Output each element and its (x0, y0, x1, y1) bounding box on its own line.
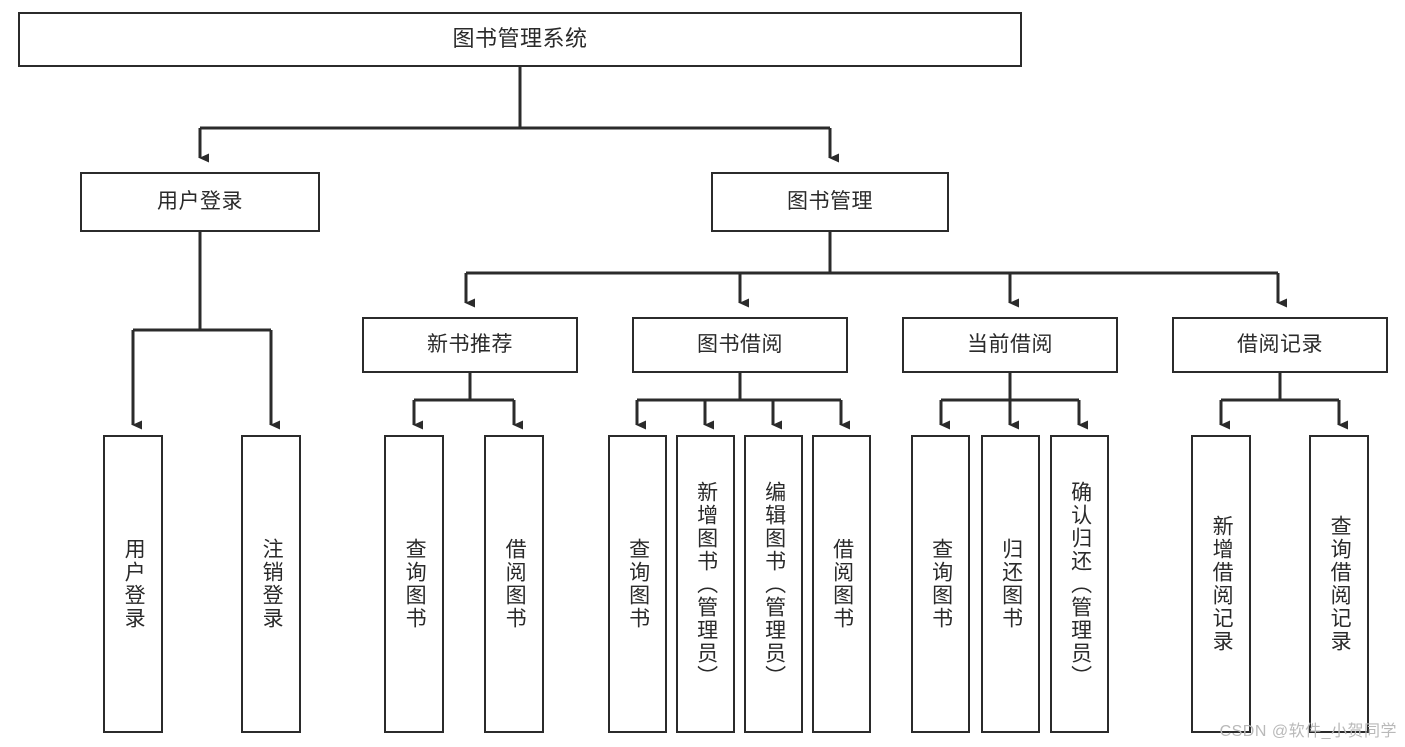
node-label: 图书管理 (787, 190, 873, 214)
node-root-system[interactable]: 图书管理系统 (18, 12, 1022, 67)
node-label: 确认归还（管理员） (1068, 480, 1092, 688)
leaf-borrow-book-borrow[interactable]: 借阅图书 (812, 435, 871, 733)
leaf-edit-book-admin[interactable]: 编辑图书（管理员） (744, 435, 803, 733)
node-label: 编辑图书（管理员） (762, 480, 786, 688)
leaf-user-login[interactable]: 用户登录 (103, 435, 163, 733)
node-label: 图书管理系统 (452, 26, 588, 52)
leaf-add-borrow-record[interactable]: 新增借阅记录 (1191, 435, 1251, 733)
node-label: 借阅图书 (830, 538, 854, 630)
leaf-return-book[interactable]: 归还图书 (981, 435, 1040, 733)
node-label: 当前借阅 (967, 333, 1053, 357)
node-new-book-recommend[interactable]: 新书推荐 (362, 317, 578, 373)
csdn-watermark: CSDN @软件_小贺同学 (1219, 723, 1397, 740)
node-label: 新书推荐 (427, 333, 513, 357)
node-book-borrow[interactable]: 图书借阅 (632, 317, 848, 373)
leaf-query-borrow-record[interactable]: 查询借阅记录 (1309, 435, 1369, 733)
leaf-query-book-current[interactable]: 查询图书 (911, 435, 970, 733)
node-book-manage[interactable]: 图书管理 (711, 172, 949, 232)
leaf-query-book-borrow[interactable]: 查询图书 (608, 435, 667, 733)
node-label: 用户登录 (122, 538, 146, 630)
node-label: 查询图书 (626, 538, 650, 630)
leaf-confirm-return-admin[interactable]: 确认归还（管理员） (1050, 435, 1109, 733)
node-label: 新增图书（管理员） (694, 480, 718, 688)
leaf-add-book-admin[interactable]: 新增图书（管理员） (676, 435, 735, 733)
node-borrow-record[interactable]: 借阅记录 (1172, 317, 1388, 373)
node-label: 查询图书 (929, 538, 953, 630)
node-label: 归还图书 (999, 538, 1023, 630)
node-label: 查询图书 (403, 538, 427, 630)
leaf-logout[interactable]: 注销登录 (241, 435, 301, 733)
leaf-query-book-newbook[interactable]: 查询图书 (384, 435, 444, 733)
node-label: 图书借阅 (697, 333, 783, 357)
node-label: 查询借阅记录 (1328, 515, 1352, 653)
node-label: 借阅记录 (1237, 333, 1323, 357)
leaf-borrow-book-newbook[interactable]: 借阅图书 (484, 435, 544, 733)
node-label: 用户登录 (157, 190, 243, 214)
node-label: 注销登录 (260, 538, 284, 630)
node-label: 借阅图书 (503, 538, 527, 630)
node-label: 新增借阅记录 (1210, 515, 1234, 653)
node-user-login[interactable]: 用户登录 (80, 172, 320, 232)
node-current-borrow[interactable]: 当前借阅 (902, 317, 1118, 373)
